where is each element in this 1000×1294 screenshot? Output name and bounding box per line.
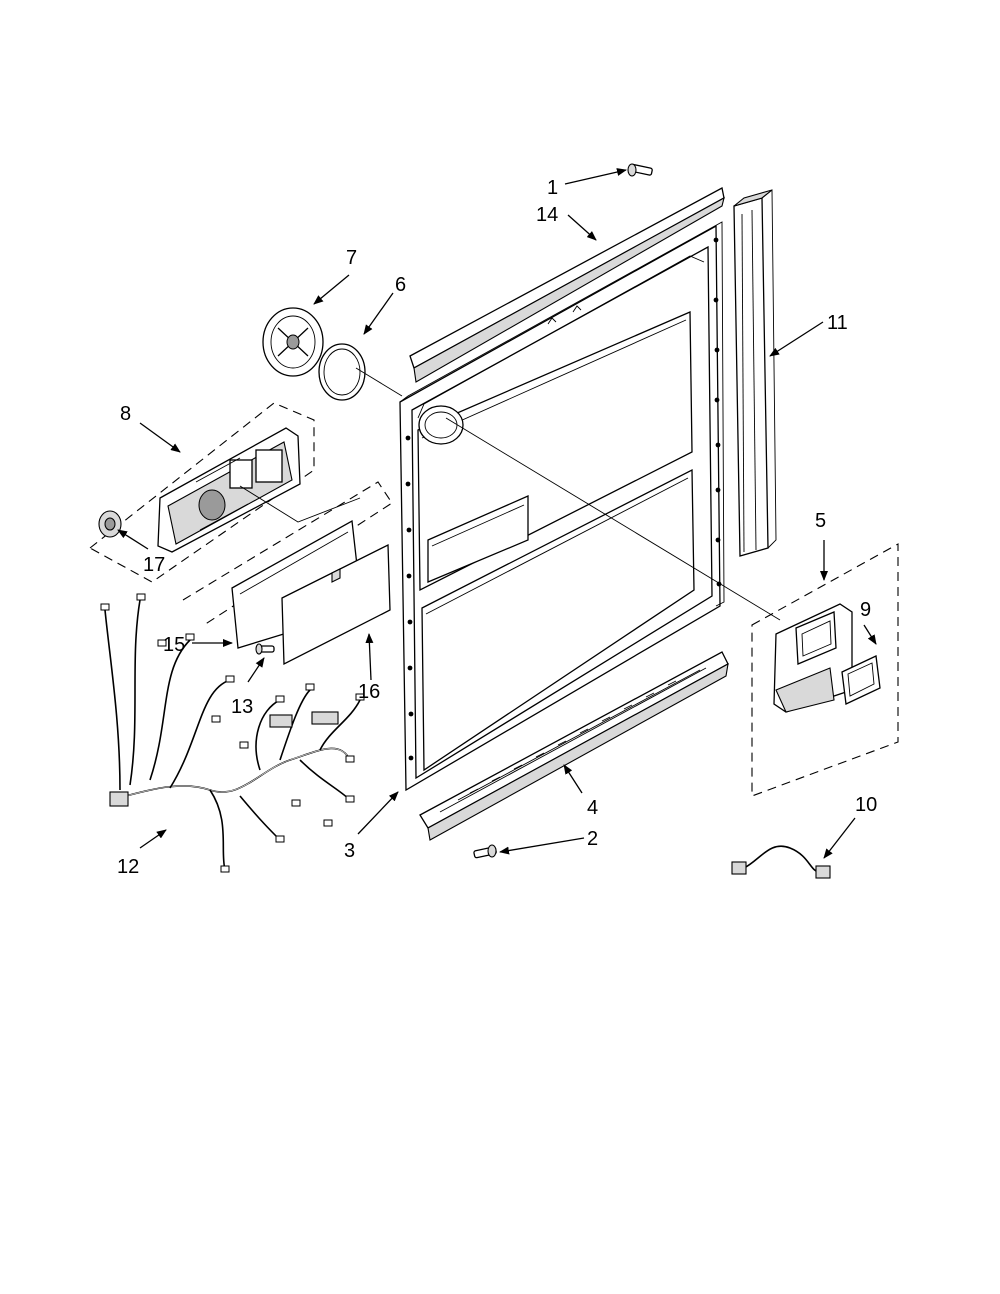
panel-screw-holes: [405, 237, 722, 761]
side-door-seal: [733, 189, 777, 557]
callout-arrows: [117, 168, 877, 859]
dispenser-gasket: [318, 343, 366, 401]
dispenser-group-outline: [89, 402, 315, 583]
callout-17: 17: [143, 554, 165, 576]
bottom-vent-strip: [419, 651, 729, 841]
screw-part-2: [473, 844, 497, 859]
callout-14: 14: [536, 204, 558, 226]
callout-15: 15: [163, 634, 185, 656]
screw-part-13: [255, 643, 275, 655]
inner-door-panel: [399, 221, 725, 792]
sensor-cable: [731, 845, 831, 879]
callout-9: 9: [860, 599, 871, 621]
screw-part-1: [627, 163, 653, 177]
knob-part-17: [98, 510, 122, 538]
callout-4: 4: [587, 797, 598, 819]
callout-6: 6: [395, 274, 406, 296]
callout-16: 16: [358, 681, 380, 703]
vent-group-outline: [751, 543, 899, 797]
callout-2: 2: [587, 828, 598, 850]
dispenser-cap: [262, 307, 324, 377]
callout-3: 3: [344, 840, 355, 862]
callout-8: 8: [120, 403, 131, 425]
vent-gasket: [841, 655, 881, 705]
vent-assembly: [773, 603, 853, 713]
callout-labels: 1 2 3 4 5 6 7 8 9 10 11 12 13 14 15 16 1…: [117, 177, 877, 878]
top-trim-strip: [409, 187, 725, 383]
callout-7: 7: [346, 247, 357, 269]
callout-11: 11: [827, 312, 848, 334]
callout-10: 10: [855, 794, 877, 816]
dispenser-assembly: [157, 427, 301, 553]
vent-slots: [469, 680, 677, 794]
callout-12: 12: [117, 856, 139, 878]
callout-5: 5: [815, 510, 826, 532]
wiring-harness: [100, 593, 365, 873]
control-board-16: [281, 543, 391, 666]
callout-13: 13: [231, 696, 253, 718]
callout-1: 1: [547, 177, 558, 199]
